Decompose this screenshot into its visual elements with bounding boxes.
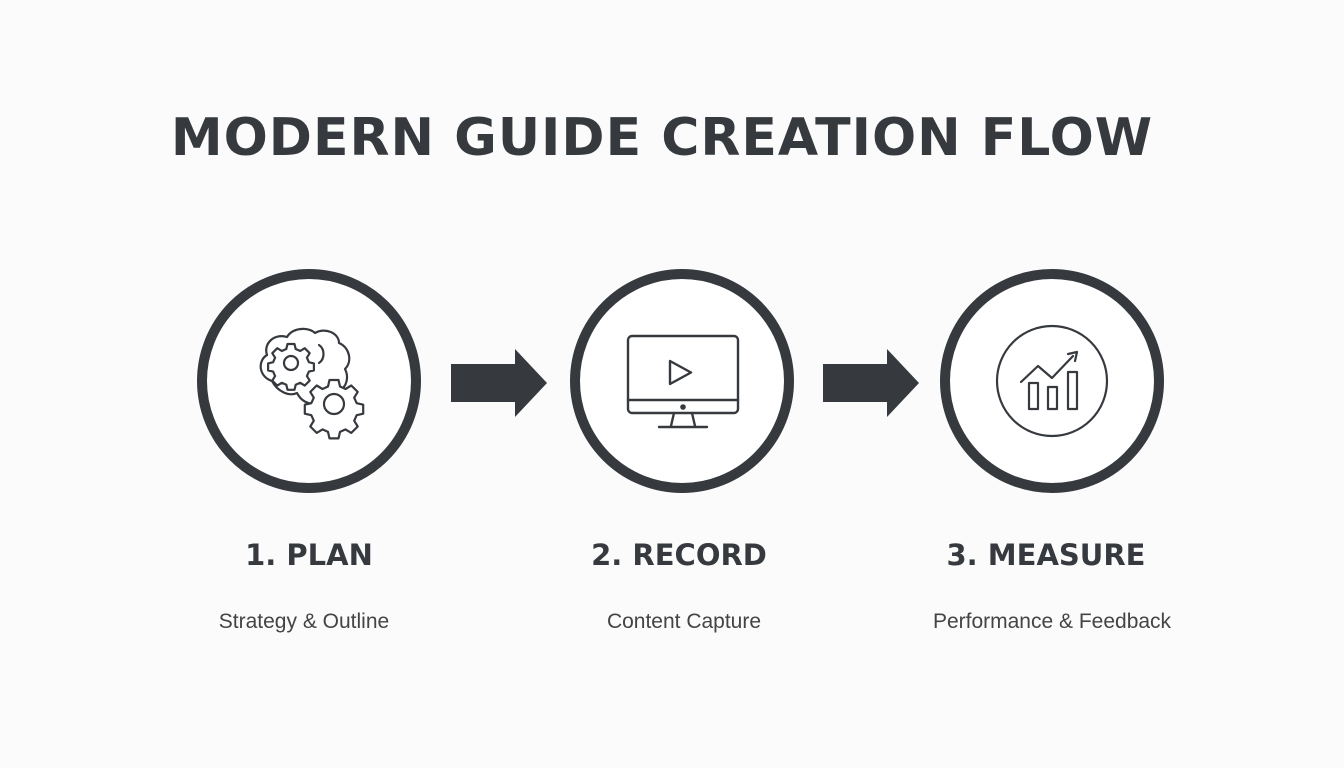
step-circle — [570, 269, 794, 493]
step-circle — [940, 269, 1164, 493]
step-plan — [197, 269, 421, 493]
arrow-right-icon — [451, 349, 547, 417]
step-label: 3. MEASURE — [946, 538, 1146, 572]
step-subtitle: Strategy & Outline — [218, 610, 390, 633]
step-label: 2. RECORD — [591, 538, 767, 572]
monitor-play-icon — [626, 334, 740, 429]
growth-chart-icon — [995, 324, 1109, 438]
step-label: 1. PLAN — [245, 538, 373, 572]
step-circle — [197, 269, 421, 493]
step-subtitle: Content Capture — [606, 610, 762, 633]
brain-gears-icon — [259, 327, 365, 440]
page-title: MODERN GUIDE CREATION FLOW — [170, 108, 1154, 168]
step-record — [570, 269, 794, 493]
step-measure — [940, 269, 1164, 493]
step-subtitle: Performance & Feedback — [932, 610, 1172, 633]
arrow-right-icon — [823, 349, 919, 417]
